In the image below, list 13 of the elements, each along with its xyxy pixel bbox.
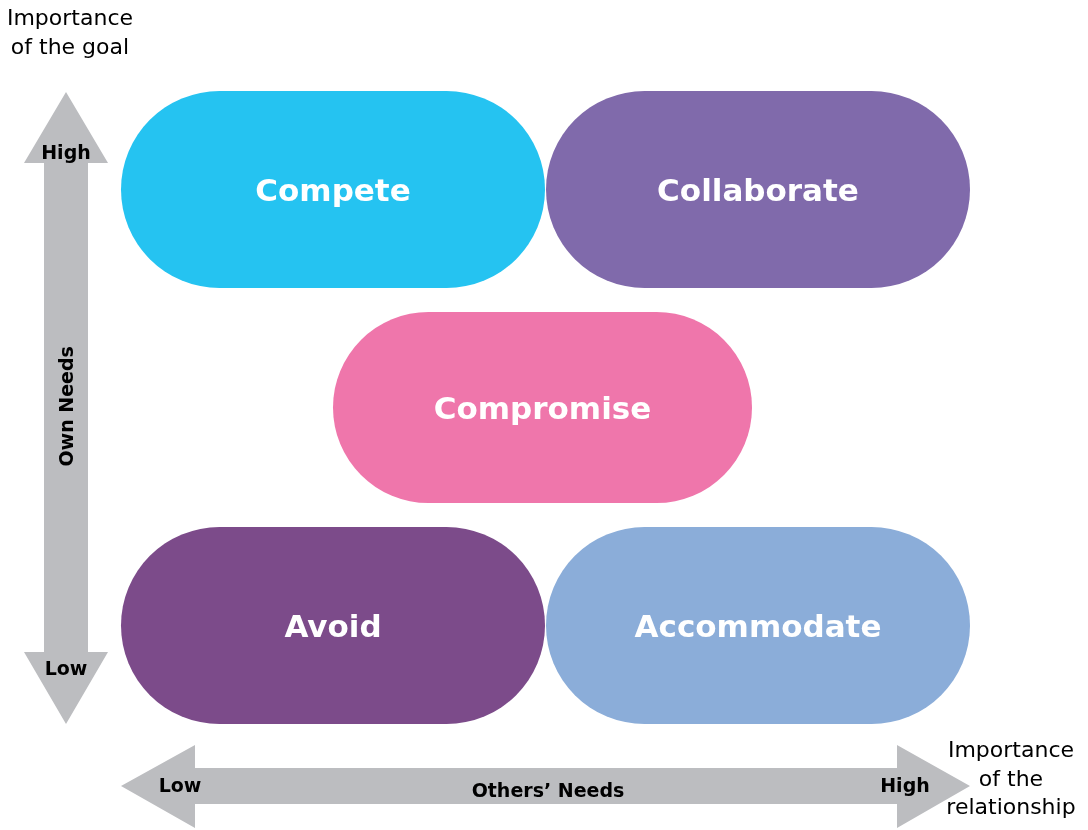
axis-end-label: High [879,773,931,798]
axis-end-label: High [40,140,92,165]
axis-label: Own Needs [53,345,78,469]
style-name: Compete [255,171,411,208]
axis-title: Importance of the relationship [945,736,1077,822]
style-name: Collaborate [657,171,859,208]
axis-label: Others’ Needs [470,778,626,803]
style-name: Compromise [433,389,652,426]
style-name: Accommodate [634,607,882,644]
axis-end-label: Low [43,656,89,681]
axis-end-label: Low [157,773,203,798]
style-name: Avoid [284,607,382,644]
axis-title: Importance of the goal [5,4,135,61]
